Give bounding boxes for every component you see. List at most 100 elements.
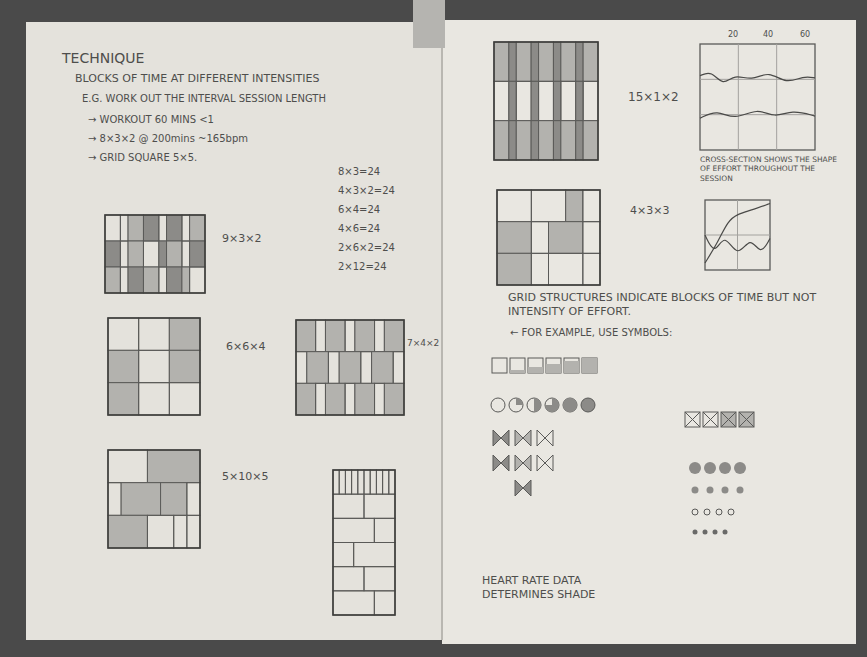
sum-note: 2×12=24 <box>338 261 387 274</box>
grid-cell <box>167 267 182 293</box>
circle-fill <box>545 398 559 412</box>
crossed-square <box>703 412 718 427</box>
note-line: → 8×3×2 @ 200mins ~165bpm <box>88 133 248 146</box>
grid-cell <box>494 121 509 160</box>
ring-symbol <box>692 509 698 515</box>
grid-cell <box>328 352 339 384</box>
grid-sketch <box>296 320 404 415</box>
grid-cell <box>352 470 358 494</box>
grid-cell <box>355 320 375 352</box>
grid-dimension: 4×3×3 <box>630 204 669 218</box>
page-heading: TECHNIQUE <box>62 50 144 68</box>
grid-cell <box>333 567 364 591</box>
bowtie-symbol <box>493 455 509 471</box>
spine <box>441 22 443 640</box>
grid-cell <box>108 350 139 382</box>
grid-cell <box>583 253 600 285</box>
ring-symbol <box>704 509 710 515</box>
grid-outline <box>105 215 205 293</box>
grid-cell <box>384 320 404 352</box>
sum-note: 4×6=24 <box>338 223 380 236</box>
grid-outline <box>497 190 600 285</box>
note-line: HEART RATE DATA DETERMINES SHADE <box>482 574 632 602</box>
grid-cell <box>120 267 128 293</box>
grid-cell <box>497 190 531 222</box>
grid-cell <box>333 543 354 567</box>
grid-cell <box>120 215 128 241</box>
bowtie-symbol <box>537 430 553 446</box>
dot-symbol <box>722 487 729 494</box>
grid-cell <box>497 253 531 285</box>
grid-dimension: 5×10×5 <box>222 470 268 484</box>
grid-cell <box>121 483 160 516</box>
circle-fill <box>516 398 523 405</box>
grid-cell <box>147 450 200 483</box>
chart-note: CROSS-SECTION SHOWS THE SHAPE OF EFFORT … <box>700 155 845 183</box>
grid-cell <box>296 320 316 352</box>
grid-cell <box>182 241 190 267</box>
grid-cell <box>105 267 120 293</box>
grid-cell <box>370 470 376 494</box>
dot-symbol <box>703 530 708 535</box>
chart-gridline <box>738 44 739 150</box>
grid-cell <box>364 567 395 591</box>
circle-symbol <box>563 398 577 412</box>
square-fill <box>582 358 597 373</box>
grid-cell <box>516 42 531 81</box>
grid-cell <box>384 383 404 415</box>
grid-cell <box>561 81 576 120</box>
circle-symbol <box>581 398 595 412</box>
square-symbol <box>546 358 561 373</box>
bowtie-symbol <box>515 455 531 471</box>
ring-symbol <box>728 509 734 515</box>
circle-symbol <box>491 398 505 412</box>
grid-cell <box>187 515 200 548</box>
dot-symbol <box>692 487 699 494</box>
square-fill <box>564 361 579 373</box>
grid-cell <box>583 222 600 254</box>
grid-cell <box>355 383 375 415</box>
grid-cell <box>509 81 516 120</box>
grid-cell <box>105 241 120 267</box>
effort-line <box>705 204 770 264</box>
dot-symbol <box>689 462 701 474</box>
grid-cell <box>531 190 565 222</box>
grid-cell <box>354 543 395 567</box>
grid-cell <box>316 320 326 352</box>
grid-cell <box>182 215 190 241</box>
grid-cell <box>509 42 516 81</box>
grid-cell <box>566 190 583 222</box>
bowtie-symbol <box>493 430 509 446</box>
grid-cell <box>159 267 167 293</box>
grid-cell <box>345 470 351 494</box>
axis-number: 20 <box>728 30 738 40</box>
square-symbol <box>564 358 579 373</box>
grid-cell <box>339 352 361 384</box>
chart-gridline <box>776 44 777 150</box>
grid-cell <box>494 42 509 81</box>
grid-cell <box>190 267 205 293</box>
grid-cell <box>143 215 158 241</box>
circle-fill <box>563 398 577 412</box>
grid-cell <box>358 470 364 494</box>
effort-line <box>705 235 770 251</box>
grid-cell <box>159 241 167 267</box>
sum-note: 6×4=24 <box>338 204 380 217</box>
chart-frame <box>700 44 815 150</box>
grid-cell <box>167 215 182 241</box>
grid-cell <box>139 383 170 415</box>
circle-symbol <box>545 398 559 412</box>
grid-cell <box>531 42 538 81</box>
grid-cell <box>376 470 382 494</box>
grid-sketch <box>333 470 395 615</box>
circle-symbol <box>527 398 541 412</box>
grid-cell <box>583 81 598 120</box>
circle-fill <box>534 398 541 412</box>
chart-frame <box>705 200 770 270</box>
grid-cell <box>539 81 554 120</box>
grid-cell <box>393 352 404 384</box>
grid-cell <box>333 518 374 542</box>
grid-dimension: 6×6×4 <box>226 340 265 354</box>
dot-symbol <box>719 462 731 474</box>
